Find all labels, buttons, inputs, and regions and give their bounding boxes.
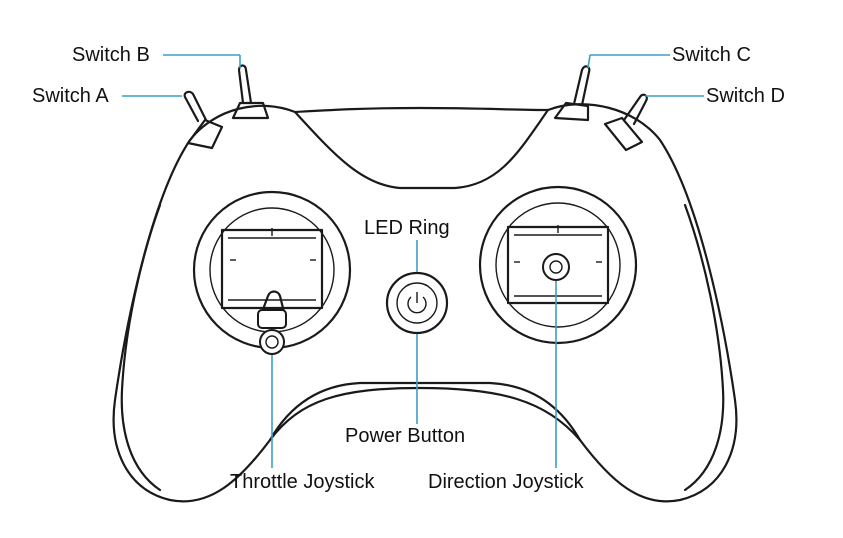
power-icon bbox=[407, 292, 427, 314]
switch-b[interactable] bbox=[231, 64, 270, 120]
power-button-label: Power Button bbox=[345, 425, 466, 447]
led-ring-label: LED Ring bbox=[364, 217, 450, 239]
switch-a-label: Switch A bbox=[32, 85, 109, 107]
leader-lines bbox=[122, 54, 704, 468]
switch-c[interactable] bbox=[553, 65, 591, 122]
switch-c-label: Switch C bbox=[672, 44, 751, 66]
controller-body bbox=[112, 103, 738, 503]
throttle-joystick-housing bbox=[192, 190, 352, 350]
direction-joystick-label: Direction Joystick bbox=[428, 471, 584, 493]
power-button[interactable] bbox=[385, 271, 449, 335]
switch-a[interactable] bbox=[183, 90, 224, 150]
direction-joystick-housing bbox=[478, 185, 638, 345]
switch-d-label: Switch D bbox=[706, 85, 785, 107]
direction-joystick[interactable] bbox=[542, 253, 570, 281]
throttle-joystick-label: Throttle Joystick bbox=[230, 471, 375, 493]
throttle-joystick[interactable] bbox=[257, 290, 287, 355]
switch-b-label: Switch B bbox=[72, 44, 150, 66]
